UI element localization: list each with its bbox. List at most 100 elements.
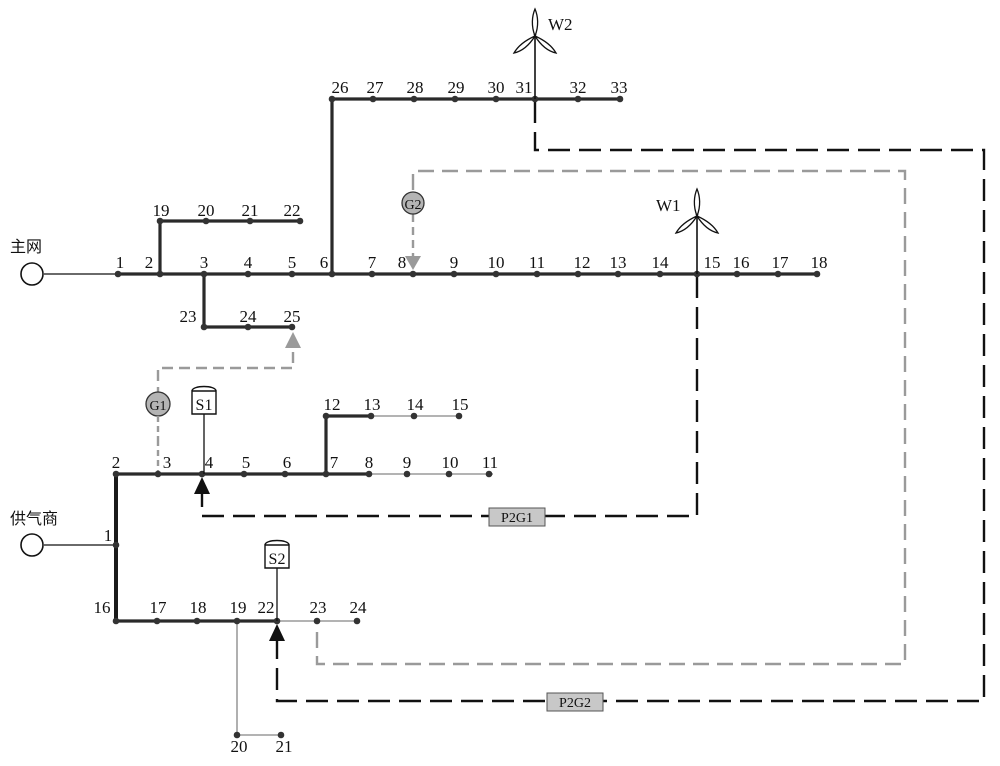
- power-node-label: 13: [610, 253, 627, 272]
- power-node-label: 18: [811, 253, 828, 272]
- p2g1-unit: P2G1: [488, 507, 546, 527]
- gas-node-labels: 1 2 3 4 5 6 7 8 9 10 11 12 13 14 15 16 1…: [94, 395, 499, 756]
- storage-s1: S1: [191, 385, 217, 474]
- s2-label: S2: [269, 551, 286, 568]
- power-node-label: 31: [516, 78, 533, 97]
- power-node-label: 21: [242, 201, 259, 220]
- w1-label: W1: [656, 196, 681, 215]
- power-node-label: 25: [284, 307, 301, 326]
- power-node-label: 16: [733, 253, 750, 272]
- arrow-g2-link-icon: [405, 256, 421, 270]
- gas-node-label: 21: [276, 737, 293, 756]
- power-node-label: 5: [288, 253, 297, 272]
- p2g1-label: P2G1: [501, 511, 533, 526]
- gas-node-label: 13: [364, 395, 381, 414]
- power-node-labels: 1 2 3 4 5 6 7 8 9 10 11 12 13 14 15 16 1…: [116, 78, 828, 326]
- g1-label: G1: [149, 399, 166, 414]
- power-node-label: 19: [153, 201, 170, 220]
- arrow-p2g2-icon: [269, 624, 285, 641]
- power-node-label: 29: [448, 78, 465, 97]
- wind-turbine-icon: [512, 7, 558, 54]
- gas-node-label: 23: [310, 598, 327, 617]
- power-node-label: 15: [704, 253, 721, 272]
- power-node-label: 6: [320, 253, 329, 272]
- power-node-label: 1: [116, 253, 125, 272]
- p2g2-unit: P2G2: [546, 692, 604, 712]
- power-node-label: 10: [488, 253, 505, 272]
- power-node-label: 2: [145, 253, 154, 272]
- wind-turbine-w1: W1: [656, 187, 720, 274]
- power-node-label: 20: [198, 201, 215, 220]
- link-p2g2: [275, 101, 986, 703]
- gas-node-label: 6: [283, 453, 292, 472]
- main-grid-label: 主网: [10, 237, 42, 256]
- gas-node-label: 18: [190, 598, 207, 617]
- coupling-links: [156, 101, 986, 703]
- power-node-label: 14: [652, 253, 670, 272]
- gas-node-label: 7: [330, 453, 339, 472]
- gas-supplier-circle-icon: [20, 533, 44, 557]
- storage-tank-icon: [264, 539, 290, 569]
- link-gray-loop-to-gas23: [315, 169, 907, 666]
- g2-label: G2: [404, 198, 421, 213]
- power-node-label: 17: [772, 253, 790, 272]
- s1-label: S1: [196, 397, 213, 414]
- power-node-label: 22: [284, 201, 301, 220]
- gas-node-label: 16: [94, 598, 111, 617]
- gas-supplier-label: 供气商: [10, 509, 58, 528]
- power-node-label: 32: [570, 78, 587, 97]
- gas-node-label: 10: [442, 453, 459, 472]
- power-node-label: 3: [200, 253, 209, 272]
- power-node-label: 9: [450, 253, 459, 272]
- arrow-p2g1-icon: [194, 477, 210, 494]
- storage-tank-icon: [191, 385, 217, 415]
- gas-node-label: 2: [112, 453, 121, 472]
- link-g1-to-power25: [156, 346, 295, 398]
- gas-node-label: 15: [452, 395, 469, 414]
- gas-node-label: 22: [258, 598, 275, 617]
- gas-node-label: 24: [350, 598, 368, 617]
- gas-node-label: 11: [482, 453, 498, 472]
- gas-node-label: 14: [407, 395, 425, 414]
- power-node-label: 7: [368, 253, 377, 272]
- gas-node-label: 9: [403, 453, 412, 472]
- generator-g2: G2: [401, 191, 425, 215]
- power-node-label: 30: [488, 78, 505, 97]
- power-node-label: 23: [180, 307, 197, 326]
- p2g1-box: [488, 507, 546, 527]
- gas-node-label: 5: [242, 453, 251, 472]
- wind-turbine-w2: W2: [512, 7, 573, 99]
- gas-node-label: 17: [150, 598, 168, 617]
- gas-node-dots: [112, 412, 493, 739]
- power-node-label: 28: [407, 78, 424, 97]
- p2g2-label: P2G2: [559, 696, 591, 711]
- power-node-label: 12: [574, 253, 591, 272]
- gas-node-label: 12: [324, 395, 341, 414]
- power-node-dots: [114, 95, 821, 331]
- power-node-label: 33: [611, 78, 628, 97]
- main-grid-circle-icon: [20, 262, 44, 286]
- power-node-label: 24: [240, 307, 258, 326]
- gas-node-label: 4: [205, 453, 214, 472]
- gas-supplier-source: 供气商: [10, 509, 58, 557]
- gas-node-label: 20: [231, 737, 248, 756]
- power-node-label: 11: [529, 253, 545, 272]
- storage-s2: S2: [264, 539, 290, 621]
- gas-node-label: 19: [230, 598, 247, 617]
- power-node-label: 8: [398, 253, 407, 272]
- link-p2g1: [200, 276, 699, 518]
- power-node-label: 4: [244, 253, 253, 272]
- gas-node-label: 3: [163, 453, 172, 472]
- p2g2-box: [546, 692, 604, 712]
- power-node-label: 27: [367, 78, 385, 97]
- arrow-g1-link-icon: [285, 332, 301, 348]
- w2-label: W2: [548, 15, 573, 34]
- power-node-label: 26: [332, 78, 349, 97]
- main-grid-source: 主网: [10, 237, 44, 286]
- generator-icon: [401, 191, 425, 215]
- gas-node-label: 8: [365, 453, 374, 472]
- gas-node-label: 1: [104, 526, 113, 545]
- generator-g1: G1: [145, 391, 171, 440]
- wind-turbine-icon: [674, 187, 720, 234]
